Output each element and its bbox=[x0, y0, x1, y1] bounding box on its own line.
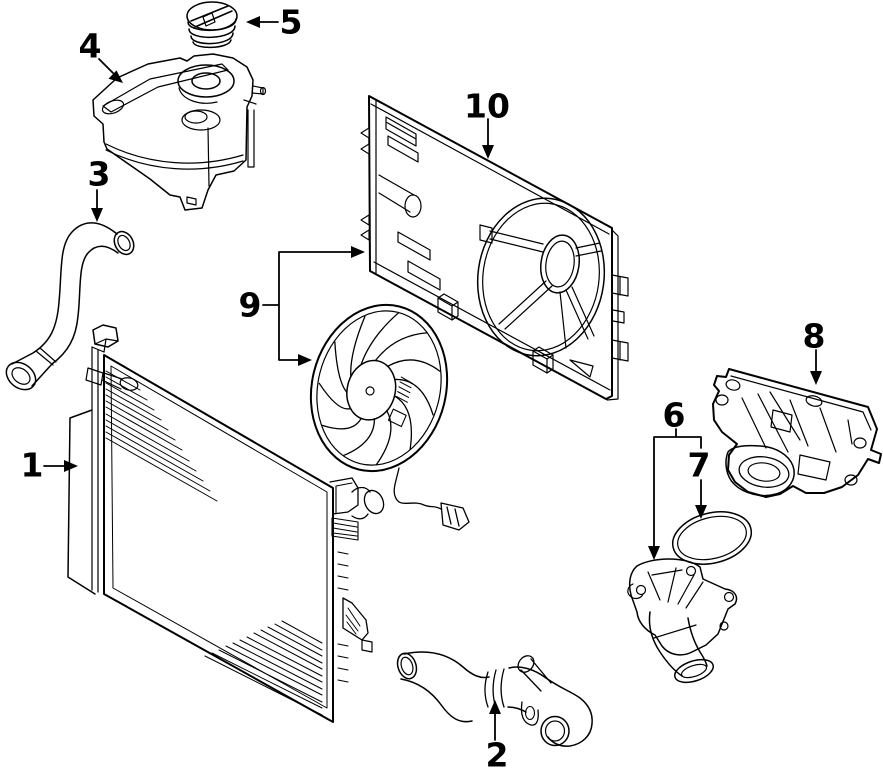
callout-8[interactable]: 8 bbox=[802, 316, 826, 356]
fan-wire bbox=[393, 467, 442, 510]
cooling-fan-drawing bbox=[309, 303, 470, 531]
callout-3[interactable]: 3 bbox=[87, 154, 111, 194]
upper-hose-drawing bbox=[5, 222, 139, 391]
callout-4[interactable]: 4 bbox=[78, 26, 102, 66]
fan-shroud-drawing bbox=[360, 95, 629, 401]
radiator-core-hatch-top bbox=[105, 370, 218, 502]
callout-1[interactable]: 1 bbox=[20, 445, 44, 485]
callout-9[interactable]: 9 bbox=[238, 285, 262, 325]
callout-6[interactable]: 6 bbox=[662, 395, 686, 435]
callout-10[interactable]: 10 bbox=[464, 86, 510, 126]
expansion-tank-cap-drawing bbox=[186, 1, 238, 49]
expansion-tank-drawing bbox=[92, 53, 267, 211]
o-ring-drawing bbox=[671, 511, 753, 565]
callout-5[interactable]: 5 bbox=[279, 2, 303, 42]
callout-2[interactable]: 2 bbox=[485, 735, 509, 775]
thermostat-housing-drawing bbox=[627, 558, 738, 684]
radiator-core-hatch-bottom bbox=[204, 620, 323, 716]
lower-hose-drawing bbox=[396, 651, 593, 747]
callout-7[interactable]: 7 bbox=[687, 445, 711, 485]
fan-connector bbox=[440, 502, 470, 531]
callout-arrows bbox=[43, 16, 822, 741]
radiator-drawing bbox=[67, 324, 385, 723]
water-pump-drawing bbox=[712, 368, 882, 498]
